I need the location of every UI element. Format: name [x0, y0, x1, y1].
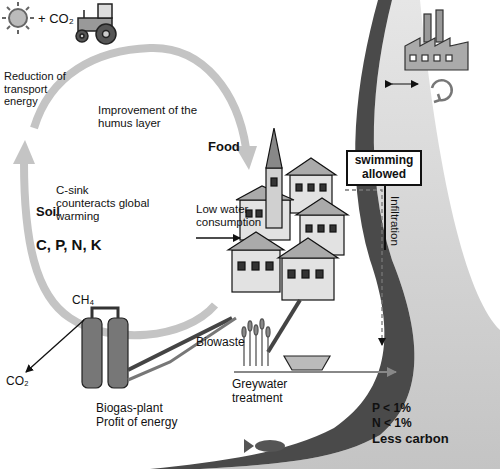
recycle-symbol [432, 80, 452, 102]
annotation-label: Food [208, 140, 240, 155]
annotation-label: + CO₂ [38, 12, 74, 27]
cycle-arrow [24, 162, 215, 335]
annotation-label: CO₂ [6, 375, 29, 389]
annotation-label: Infiltration [388, 196, 401, 246]
sign-post [384, 186, 386, 250]
annotation-label: P < 1% [372, 402, 411, 416]
ch4-arrow [26, 320, 84, 372]
annotation-label: Improvement of the humus layer [98, 104, 223, 130]
annotation-label: CH₄ [72, 294, 94, 308]
cycle-arrowhead [13, 140, 35, 164]
annotation-label: Low water consumption [196, 203, 276, 229]
factory-symbol [405, 10, 468, 70]
annotation-label: Reduction of transport energy [4, 70, 76, 108]
tractor-symbol [76, 4, 116, 44]
annotation-label: C, P, N, K [36, 236, 102, 253]
exchange-arrow [392, 83, 418, 85]
water-arrow [196, 237, 240, 239]
reed-bed-symbol [242, 319, 270, 366]
sign-text: swimming allowed [348, 154, 420, 182]
greywater-pipe [268, 300, 300, 352]
annotation-label: Biowaste [196, 336, 245, 350]
annotation-label: Greywater treatment [232, 378, 307, 406]
annotation-label: C-sink counteracts global warming [56, 184, 151, 224]
annotation-label: Less carbon [372, 432, 449, 447]
fish-symbol [244, 439, 285, 453]
annotation-label: Biogas-plant Profit of energy [96, 402, 186, 430]
infiltration-line [345, 190, 382, 345]
sign-box: swimming allowed [346, 150, 422, 186]
sun-symbol [2, 2, 34, 34]
greywater-arrow [234, 371, 396, 373]
annotation-label: N < 1% [372, 417, 412, 431]
biogas-plant-symbol [82, 308, 128, 388]
filter-basin [284, 356, 330, 370]
river-band [150, 0, 415, 469]
river-water [200, 0, 500, 469]
cycle-arrow [34, 48, 246, 148]
